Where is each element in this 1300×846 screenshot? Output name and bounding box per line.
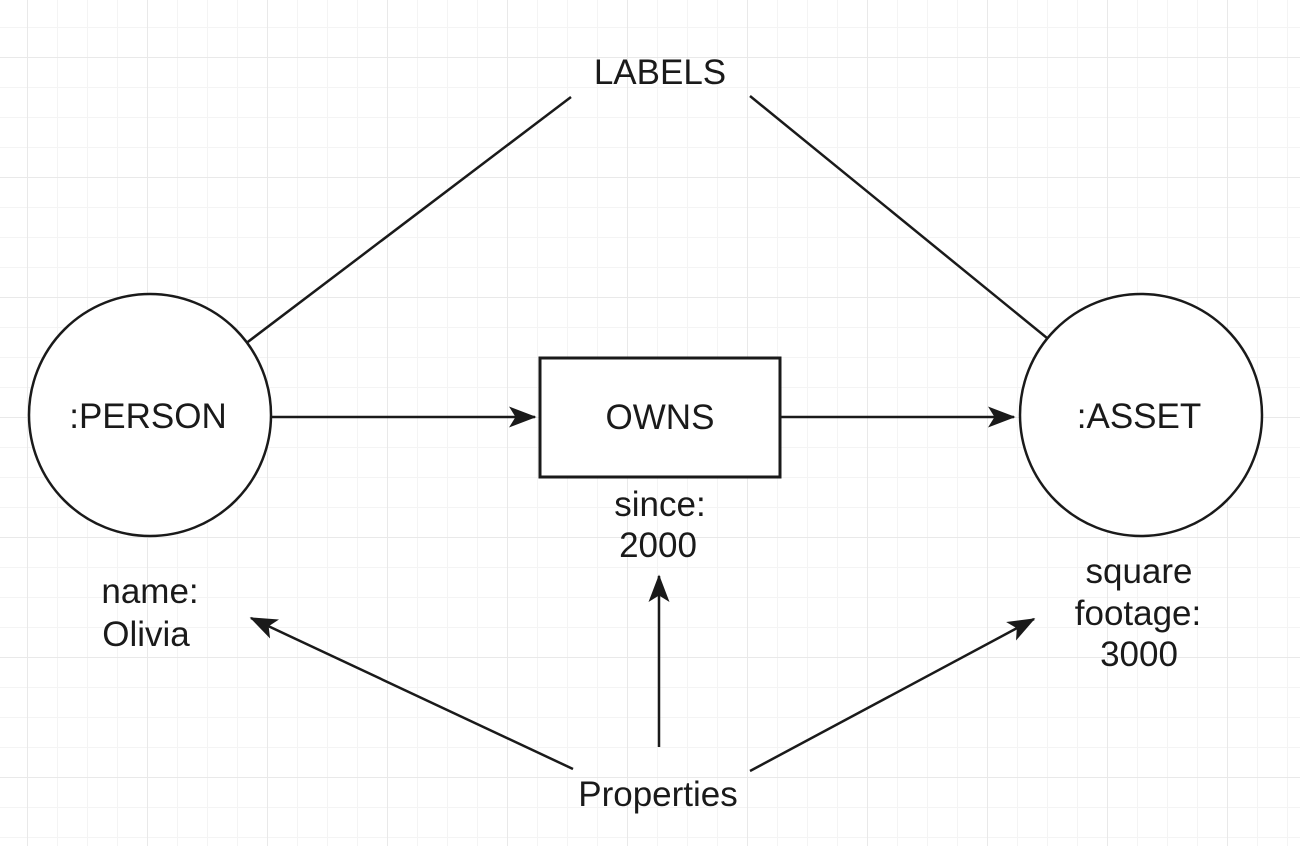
asset-property-line1: square — [1085, 552, 1192, 591]
person-node[interactable]: :PERSON — [27, 292, 273, 538]
properties-annotation-text[interactable]: Properties — [578, 775, 738, 814]
owns-relationship[interactable]: OWNS — [538, 356, 782, 479]
person-node-circle[interactable] — [27, 292, 273, 538]
person-property-line1: name: — [101, 572, 198, 611]
person-property-text[interactable]: name: Olivia — [101, 572, 198, 654]
owns-property-text[interactable]: since: 2000 — [614, 485, 705, 565]
asset-node[interactable]: :ASSET — [1018, 292, 1264, 538]
owns-property-line1: since: — [614, 485, 705, 524]
asset-node-circle[interactable] — [1018, 292, 1264, 538]
labels-annotation-text[interactable]: LABELS — [594, 53, 726, 92]
owns-property-line2: 2000 — [619, 526, 697, 565]
asset-node-label: :ASSET — [1077, 397, 1201, 436]
properties-to-footage-arrow[interactable] — [749, 617, 1036, 773]
labels-to-asset-arrow[interactable] — [749, 95, 1103, 383]
owns-relationship-label: OWNS — [606, 398, 715, 437]
labels-to-person-arrow[interactable] — [189, 96, 572, 386]
asset-property-text[interactable]: square footage: 3000 — [1075, 552, 1202, 674]
person-node-label: :PERSON — [69, 397, 227, 436]
owns-relationship-box[interactable] — [538, 356, 782, 479]
asset-property-line3: 3000 — [1100, 635, 1178, 674]
properties-to-name-arrow[interactable] — [249, 616, 574, 771]
asset-property-line2: footage: — [1075, 594, 1202, 633]
person-property-line2: Olivia — [102, 615, 190, 654]
